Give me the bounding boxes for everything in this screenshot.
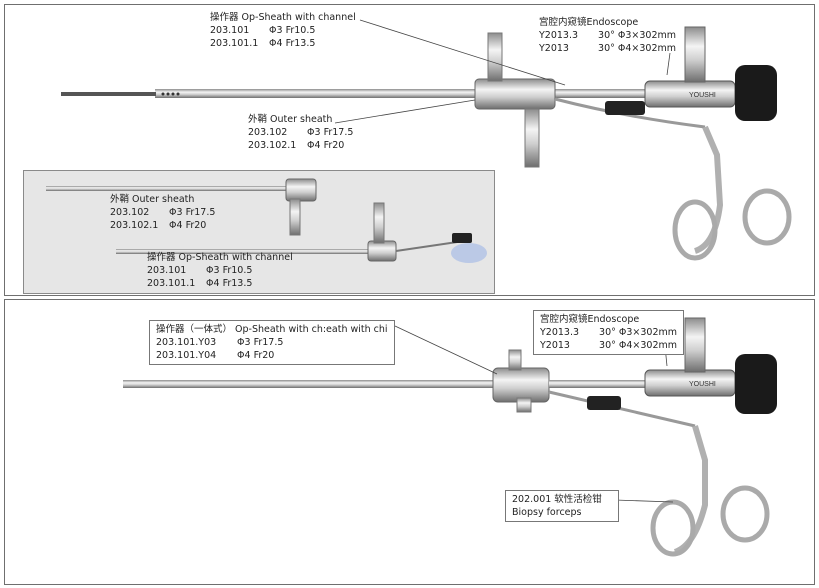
leader-outer [334,99,476,124]
inset-channel-port [373,202,385,244]
outer-sheath-row: 203.102 Φ3 Fr17.5 [248,127,354,138]
upper-port [487,32,503,82]
integrated-stopcock [516,397,532,413]
integrated-sheath-row: 203.101.Y03 Φ3 Fr17.5 [156,337,284,348]
inset-outer-port [289,198,301,236]
bottom-panel: YOUSHI 操作器（一体式） Op-Sheath with ch:eath w… [4,299,815,585]
forceps-subtitle: Biopsy forceps [512,507,582,518]
bottom-light-post [684,317,706,373]
label-channel-sheath: 操作器 Op-Sheath with channel 203.101 Φ3 Fr… [210,11,356,50]
outer-sheath-row: 203.102.1 Φ4 Fr20 [248,140,345,151]
top-inset [23,170,495,294]
light-post [684,26,706,83]
bottom-brand-mark: YOUSHI [689,381,716,388]
inset-blue-tint [451,243,487,263]
label-inset-outer-sheath: 外鞘 Outer sheath 203.102 Φ3 Fr17.5 203.10… [110,193,215,232]
label-forceps: 202.001 软性活检钳 Biopsy forceps [505,490,619,522]
inset-channel-grip [452,233,472,243]
inset-channel-sheath-title: 操作器 Op-Sheath with channel [147,252,293,263]
bottom-endoscope-row: Y2013 30° Φ4×302mm [540,340,678,351]
forceps-ring-left [672,199,718,261]
leader-forceps [614,499,674,503]
eyepiece [735,65,777,121]
bottom-eyepiece [735,354,777,414]
bottom-scope-tube [549,380,649,388]
valve-body [474,78,556,110]
endoscope-row: Y2013 30° Φ4×302mm [539,43,677,54]
inset-outer-sheath-title: 外鞘 Outer sheath [110,194,195,205]
channel-sheath-title: 操作器 Op-Sheath with channel [210,12,356,23]
forceps-title: 202.001 软性活检钳 [512,494,602,505]
integrated-sheath-row: 203.101.Y04 Φ4 Fr20 [156,350,275,361]
inset-channel-line [395,240,465,252]
inset-channel-tube [116,249,376,254]
leader-channel [359,19,566,86]
leader-integrated [394,325,498,375]
inset-channel-sheath-row: 203.101.1 Φ4 Fr13.5 [147,278,253,289]
top-brand-mark: YOUSHI [689,92,716,99]
inset-channel-valve [367,240,397,262]
bottom-endoscope-title: 宫腔内窥镜Endoscope [540,314,640,325]
bottom-forceps-shaft [548,390,696,428]
forceps-grip [605,101,645,115]
endoscope-title: 宫腔内窥镜Endoscope [539,17,639,28]
sheath-tip [61,92,156,96]
label-bottom-endoscope: 宫腔内窥镜Endoscope Y2013.3 30° Φ3×302mm Y201… [533,310,685,355]
endoscope-row: Y2013.3 30° Φ3×302mm [539,30,677,41]
inset-outer-valve [285,178,317,202]
top-panel: YOUSHI 操作器 Op-Sheath with channel 203.10… [4,4,815,296]
sheath-holes [161,92,180,96]
inset-drawing [46,178,487,263]
top-instrument-drawing: YOUSHI [61,19,792,261]
integrated-sheath-title: 操作器（一体式） Op-Sheath with ch:eath with chi [156,324,388,335]
inset-channel-sheath-row: 203.101 Φ3 Fr10.5 [147,265,253,276]
bottom-forceps-handle [673,425,708,555]
outer-sheath-tube [155,89,645,98]
forceps-ring-right [742,188,792,246]
label-inset-channel-sheath: 操作器 Op-Sheath with channel 203.101 Φ3 Fr… [147,251,293,290]
channel-sheath-row: 203.101 Φ3 Fr10.5 [210,25,316,36]
lower-port [524,108,540,168]
inset-outer-sheath-row: 203.102 Φ3 Fr17.5 [110,207,216,218]
integrated-valve [492,367,550,403]
label-endoscope: 宫腔内窥镜Endoscope Y2013.3 30° Φ3×302mm Y201… [539,16,676,55]
integrated-port [508,349,522,371]
label-integrated-sheath: 操作器（一体式） Op-Sheath with ch:eath with chi… [149,320,395,365]
channel-sheath-row: 203.101.1 Φ4 Fr13.5 [210,38,316,49]
bottom-endoscope-row: Y2013.3 30° Φ3×302mm [540,327,678,338]
inset-outer-sheath-row: 203.102.1 Φ4 Fr20 [110,220,207,231]
outer-sheath-title: 外鞘 Outer sheath [248,114,333,125]
bottom-forceps-grip [587,396,621,410]
label-outer-sheath: 外鞘 Outer sheath 203.102 Φ3 Fr17.5 203.10… [248,113,353,152]
inset-outer-sheath-tube [46,186,301,191]
bottom-instrument-drawing: YOUSHI [123,317,777,557]
bottom-forceps-ring-left [650,499,696,557]
leader-endoscope [666,52,671,76]
bottom-forceps-ring-right [720,485,770,543]
integrated-sheath-tube [123,380,503,388]
